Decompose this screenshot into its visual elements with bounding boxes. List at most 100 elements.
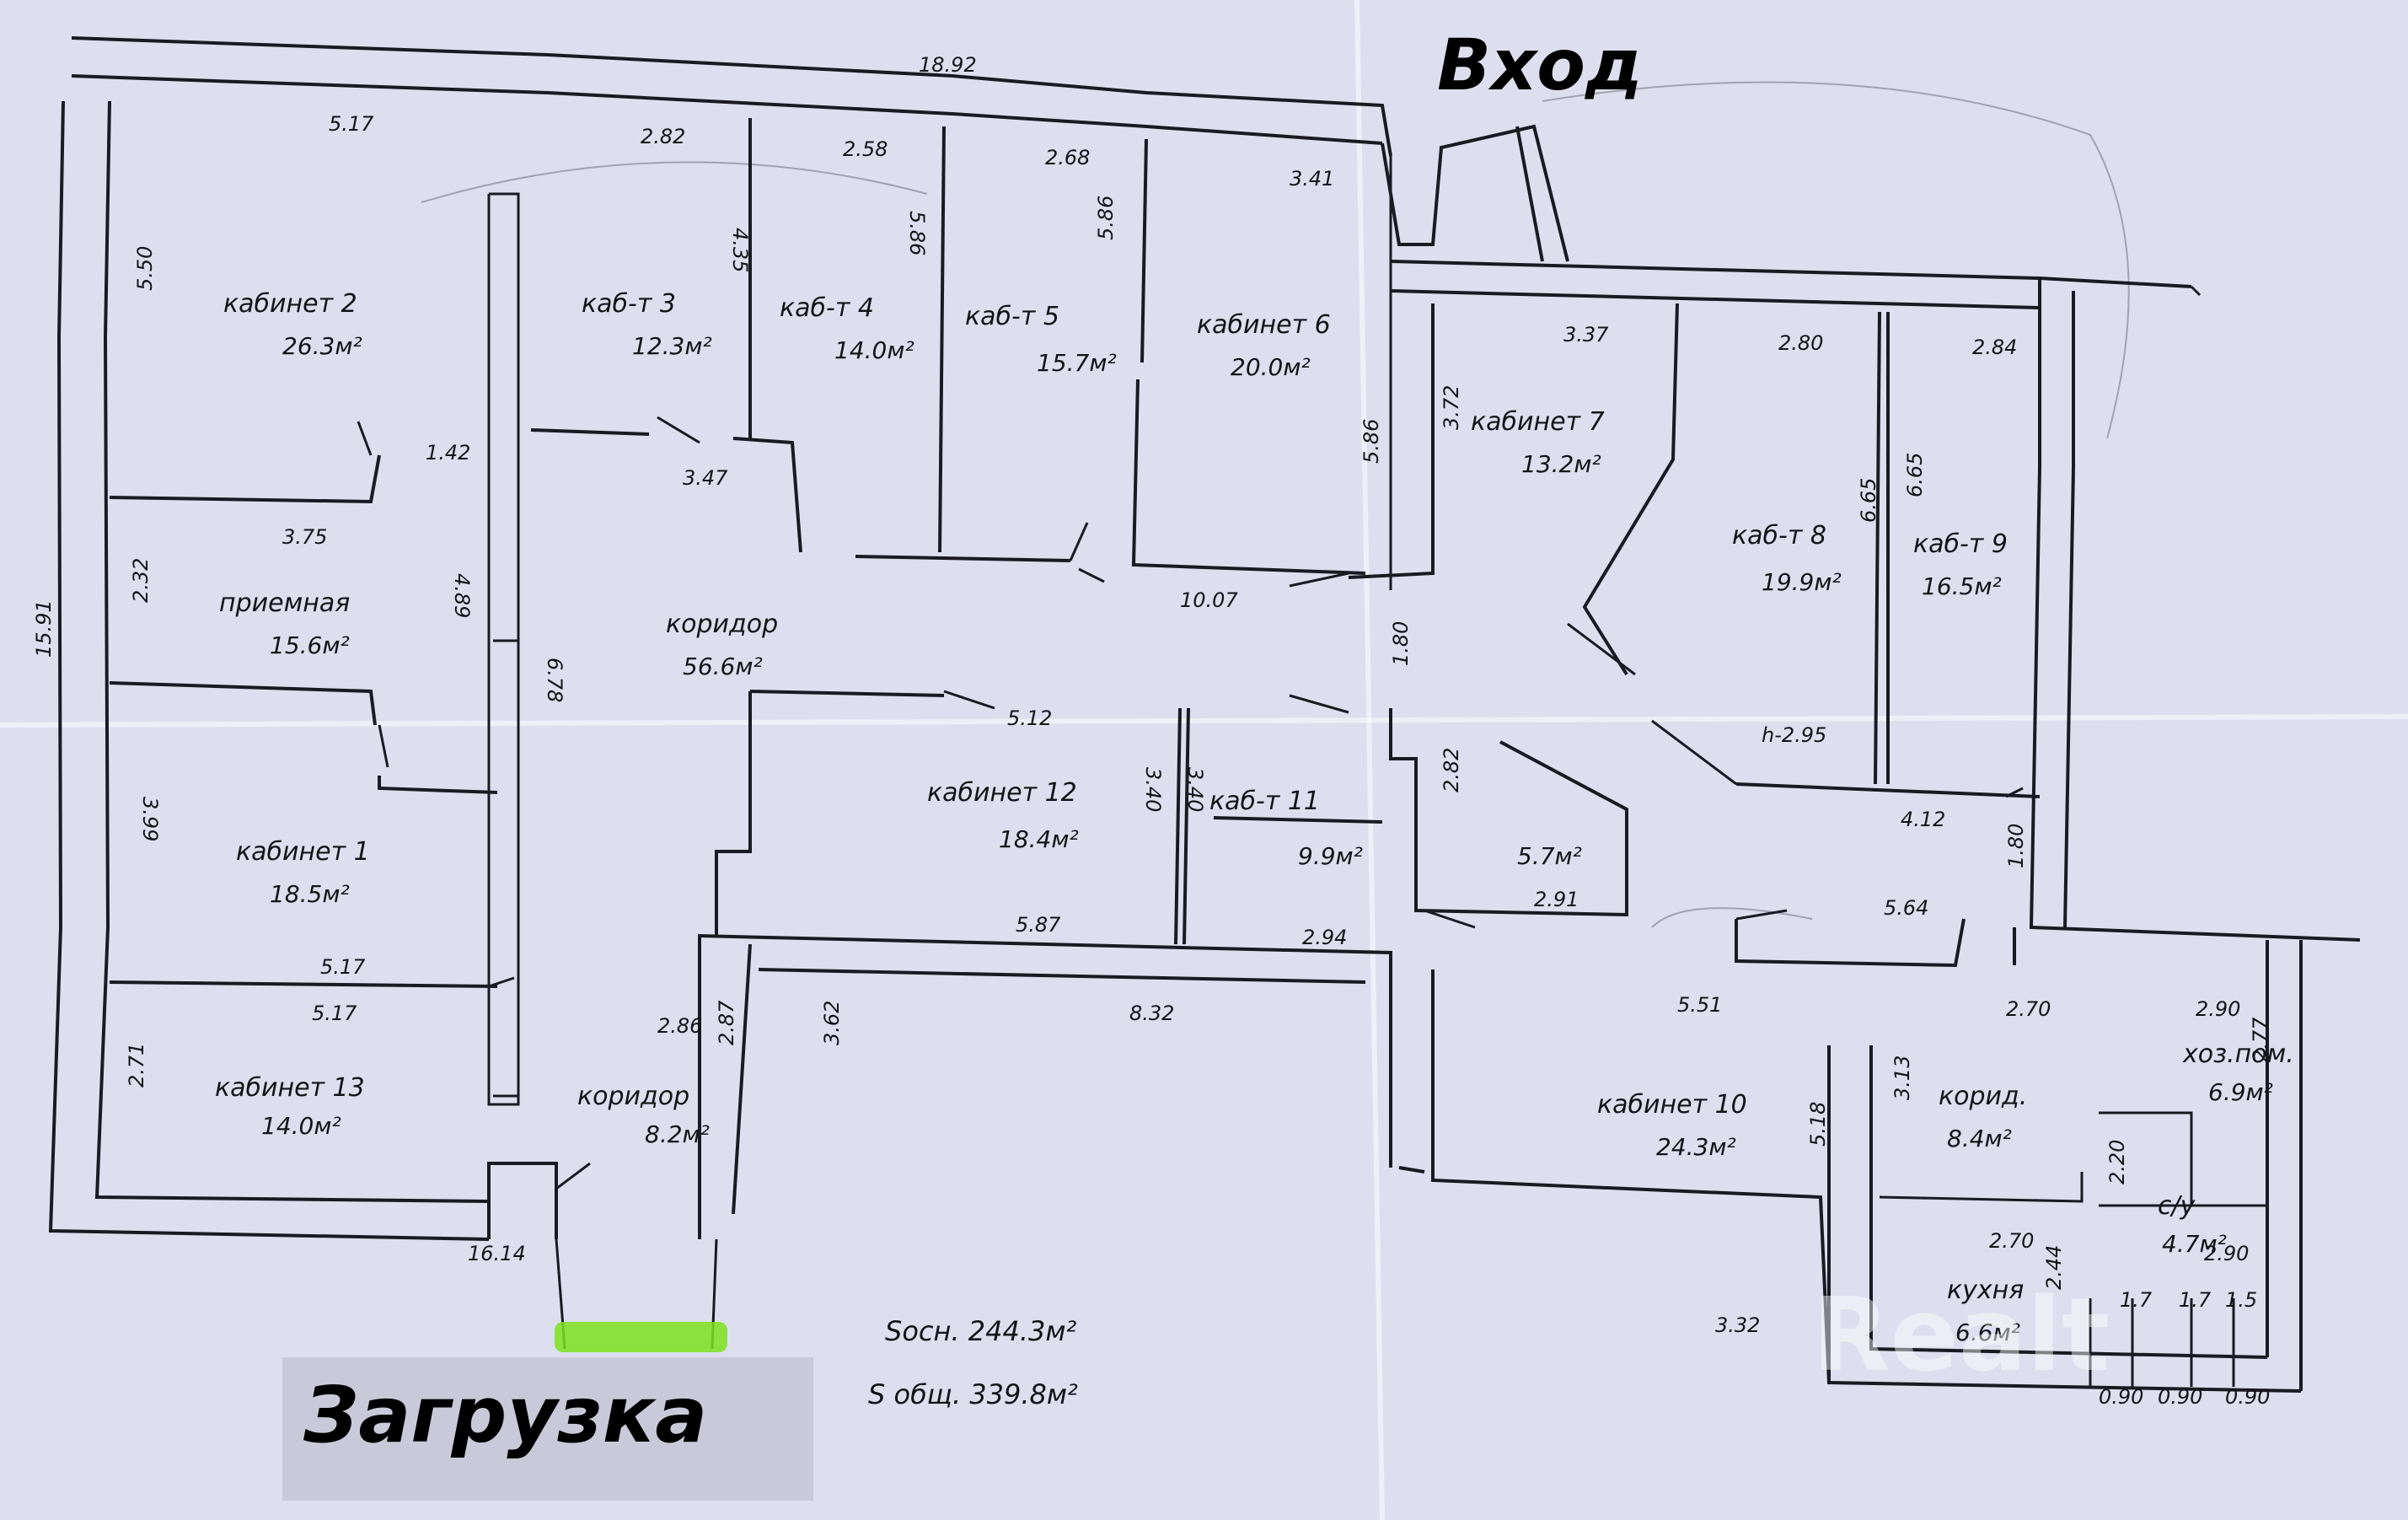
room-name-office8: каб-т 8 <box>1732 521 1826 551</box>
dimension-label: 2.94 <box>1302 926 1347 949</box>
room-name-office13: кабинет 13 <box>215 1073 365 1103</box>
main-area-summary: Sосн. 244.3м² <box>885 1315 1077 1347</box>
room-labels: кабинет 2 26.3м² каб-т 3 12.3м² каб-т 4 … <box>215 289 2294 1346</box>
dimension-label: 5.64 <box>1884 896 1928 920</box>
room-area-office8: 19.9м² <box>1762 568 1842 596</box>
dimension-label: 3.37 <box>1563 323 1609 346</box>
dimension-label: 3.62 <box>820 1001 844 1045</box>
dimension-label: 1.5 <box>2225 1288 2257 1312</box>
room-name-office7: кабинет 7 <box>1471 407 1605 437</box>
dimension-label: 8.32 <box>1129 1002 1174 1025</box>
room-name-corridor3: корид. <box>1939 1082 2027 1111</box>
room-name-office3: каб-т 3 <box>582 289 676 319</box>
room-name-office9: каб-т 9 <box>1913 529 2008 559</box>
room-area-office10: 24.3м² <box>1656 1133 1736 1161</box>
room-area-wc: 4.7м² <box>2162 1230 2227 1258</box>
dimension-label: 3.75 <box>282 525 327 549</box>
dimension-label: 5.51 <box>1677 993 1722 1017</box>
pencil-sketch <box>421 161 928 203</box>
dimension-label: 1.42 <box>426 441 470 465</box>
dimension-label: 2.68 <box>1045 146 1090 169</box>
room-name-office6: кабинет 6 <box>1197 310 1331 340</box>
dimension-label: 3.40 <box>1183 767 1207 812</box>
dimension-label: 4.12 <box>1901 808 1945 831</box>
dimension-label: 2.70 <box>1989 1229 2034 1253</box>
room-area-small-room: 5.7м² <box>1517 842 1582 870</box>
dimension-label: 6.65 <box>1857 478 1880 523</box>
room-area-corridor: 56.6м² <box>683 653 763 680</box>
dimension-label: 4.35 <box>728 228 752 272</box>
dimension-label: 1.7 <box>2120 1288 2153 1312</box>
room-area-office7: 13.2м² <box>1521 450 1601 478</box>
dimension-labels: 18.92 5.17 2.82 2.58 2.68 3.41 5.50 4.35… <box>32 53 2272 1409</box>
room-area-office11: 9.9м² <box>1298 842 1363 870</box>
room-area-corridor2: 8.2м² <box>645 1120 710 1148</box>
dimension-label: 10.07 <box>1180 588 1238 612</box>
room-area-office9: 16.5м² <box>1922 572 2002 600</box>
room-name-office11: каб-т 11 <box>1209 787 1320 816</box>
pencil-sketch <box>1542 81 2130 439</box>
dimension-label: 5.17 <box>329 112 374 136</box>
room-area-utility: 6.9м² <box>2208 1078 2273 1106</box>
room-name-corridor2: коридор <box>577 1082 689 1111</box>
dimension-label: 3.99 <box>138 797 162 841</box>
dimension-label: 2.77 <box>2249 1017 2272 1062</box>
dimension-label: 3.40 <box>1141 767 1165 812</box>
room-name-office4: каб-т 4 <box>780 293 874 323</box>
dimension-label: 2.44 <box>2042 1245 2066 1290</box>
room-name-office12: кабинет 12 <box>927 778 1077 808</box>
room-name-reception: приемная <box>219 588 350 618</box>
room-area-office5: 15.7м² <box>1037 349 1117 377</box>
upload-label-background <box>282 1357 813 1501</box>
room-area-corridor3: 8.4м² <box>1947 1125 2012 1152</box>
dimension-label: 2.87 <box>715 1000 738 1045</box>
room-area-office3: 12.3м² <box>632 332 712 360</box>
dimension-label: 5.18 <box>1806 1102 1830 1147</box>
dimension-label: 2.82 <box>1440 748 1463 792</box>
dimension-label: 2.86 <box>657 1014 702 1038</box>
upload-label: Загрузка <box>303 1370 708 1460</box>
dimension-label: 0.90 <box>2099 1385 2143 1409</box>
room-name-office5: каб-т 5 <box>965 302 1059 331</box>
dimension-label: 2.58 <box>843 137 888 161</box>
total-area-summary: S общ. 339.8м² <box>868 1378 1078 1410</box>
dimension-label: 1.7 <box>2179 1288 2212 1312</box>
dimension-label: 1.80 <box>1389 621 1413 666</box>
dimension-label: 3.32 <box>1715 1313 1760 1337</box>
site-watermark: Realt <box>1812 1277 2110 1394</box>
room-area-office2: 26.3м² <box>282 332 362 360</box>
dimension-label: 3.72 <box>1440 385 1463 430</box>
dimension-label: 0.90 <box>2158 1385 2202 1409</box>
dimension-label: 5.17 <box>320 955 366 979</box>
pencil-sketch <box>1651 907 1813 928</box>
room-area-office13: 14.0м² <box>261 1112 341 1140</box>
dimension-label: 0.90 <box>2225 1385 2270 1409</box>
room-area-office1: 18.5м² <box>270 880 350 908</box>
dimension-label: 18.92 <box>919 53 977 77</box>
room-area-office12: 18.4м² <box>999 825 1079 853</box>
dimension-label: 5.17 <box>312 1002 357 1025</box>
dimension-label: 2.91 <box>1534 888 1579 911</box>
room-name-utility: хоз.пом. <box>2182 1039 2294 1069</box>
dimension-label: 5.86 <box>1094 196 1118 240</box>
room-area-kitchen: 6.6м² <box>1955 1319 2020 1346</box>
dimension-label: 2.84 <box>1972 336 2017 359</box>
dimension-label: 3.13 <box>1890 1055 1914 1100</box>
dimension-label: 2.71 <box>125 1043 148 1088</box>
room-name-kitchen: кухня <box>1947 1276 2024 1305</box>
dimension-label: 6.78 <box>543 658 566 702</box>
dimension-label: 5.87 <box>1016 913 1061 937</box>
dimension-label: 5.86 <box>905 211 929 255</box>
entrance-label: Вход <box>1437 24 1643 106</box>
room-area-office4: 14.0м² <box>834 336 914 364</box>
dimension-label: 5.12 <box>1007 706 1052 730</box>
dimension-label: 16.14 <box>468 1242 526 1265</box>
dimension-label: 2.32 <box>129 558 153 603</box>
dimension-label: 15.91 <box>32 599 56 658</box>
dimension-label: 2.90 <box>2196 997 2240 1021</box>
dimension-label: 2.20 <box>2105 1140 2129 1184</box>
room-name-office1: кабинет 1 <box>236 837 370 867</box>
area-summary: Sосн. 244.3м² S общ. 339.8м² <box>868 1315 1078 1410</box>
